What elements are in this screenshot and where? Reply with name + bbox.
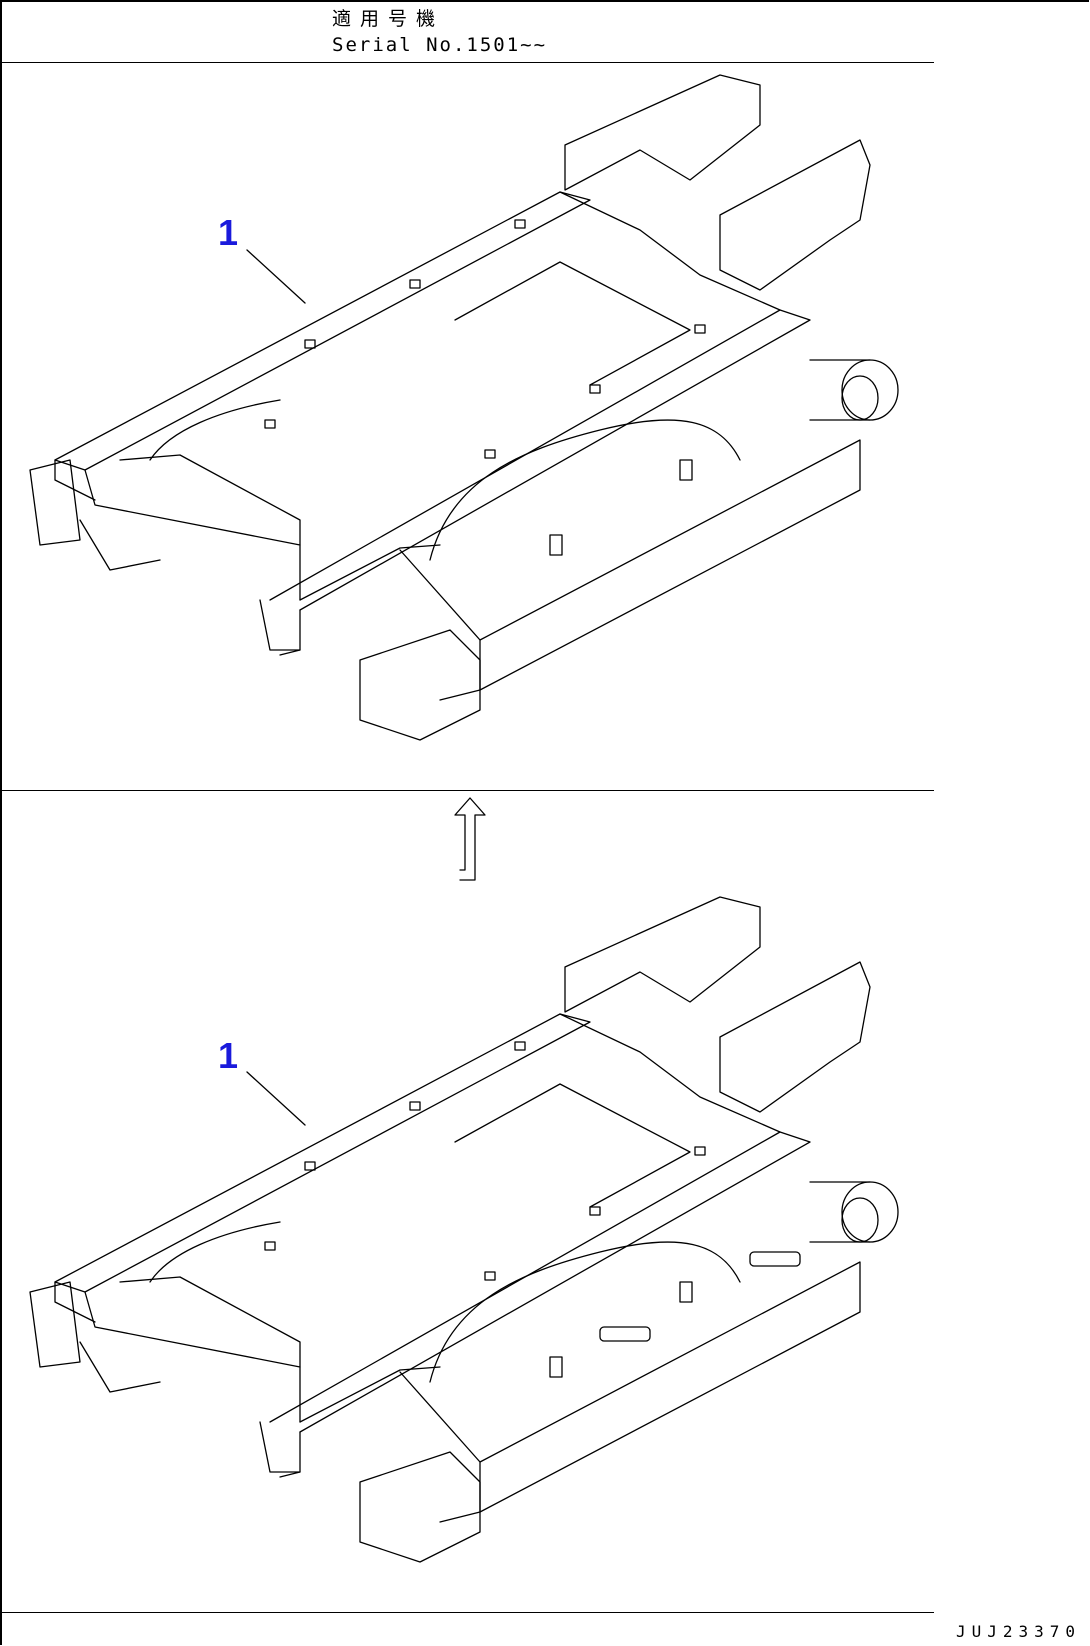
view-divider xyxy=(0,790,934,791)
callout-upper: 1 xyxy=(218,212,239,253)
leader-line-lower xyxy=(246,1071,306,1126)
up-arrow-icon xyxy=(454,797,486,881)
frame-drawing-lower xyxy=(29,896,899,1563)
serial-number-label: Serial No.1501~~ xyxy=(332,34,548,56)
footer-divider xyxy=(0,1612,934,1613)
header-divider xyxy=(0,62,934,63)
callout-lower: 1 xyxy=(218,1035,239,1076)
drawing-id: JUJ23370 xyxy=(956,1622,1082,1641)
applicable-serial-label: 適用号機 xyxy=(332,8,445,30)
frame-drawing-upper xyxy=(29,74,899,741)
leader-line-upper xyxy=(246,249,306,304)
